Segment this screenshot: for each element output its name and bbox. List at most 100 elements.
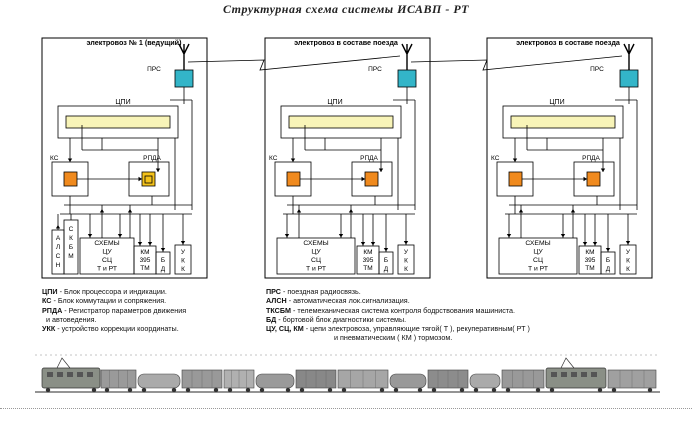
arrow-head xyxy=(560,234,566,238)
ukk-label: К xyxy=(181,266,185,273)
arrow-head xyxy=(137,242,143,246)
wheel xyxy=(431,387,437,393)
locomotive-frame xyxy=(486,37,653,279)
km-label: КМ xyxy=(585,249,594,256)
tksbm-letter: С xyxy=(69,226,74,233)
wheel xyxy=(549,387,555,393)
arrow-head xyxy=(55,225,61,229)
schemes-label: Т и РТ xyxy=(528,266,548,273)
legend-row: ЦПИ - Блок процессора и индикации. xyxy=(42,287,167,296)
locomotive-car xyxy=(41,367,101,389)
schemes-block xyxy=(498,237,578,275)
schemes-block xyxy=(276,237,356,275)
arrow-head xyxy=(583,176,587,182)
ks-block xyxy=(63,171,78,187)
rpda-label: РПДА xyxy=(360,155,378,162)
arrow-head xyxy=(378,168,384,172)
arrow-head xyxy=(155,168,161,172)
arrow-head xyxy=(67,158,73,162)
arrow-head xyxy=(625,241,631,245)
schemes-label: ЦУ xyxy=(533,249,543,256)
wheel xyxy=(245,387,251,393)
schemes-label: Т и РТ xyxy=(97,266,117,273)
km-label: 395 xyxy=(585,257,596,264)
bd-label: Д xyxy=(161,266,166,273)
wheel xyxy=(393,387,399,393)
locomotive-header: электровоз № 1 (ведущий) xyxy=(86,38,182,47)
arrow-head xyxy=(360,242,366,246)
tank-car xyxy=(137,373,181,389)
km-label: 395 xyxy=(363,257,374,264)
schemes-label: СЦ xyxy=(102,257,112,264)
km-label: КМ xyxy=(140,249,149,256)
alsn-letter: Л xyxy=(56,244,60,251)
wheel xyxy=(213,387,219,393)
window xyxy=(67,372,73,377)
km-label: КМ xyxy=(363,249,372,256)
window xyxy=(47,372,53,377)
ukk-label: К xyxy=(404,258,408,265)
window xyxy=(571,372,577,377)
legend-row: и автоведения. xyxy=(46,314,97,324)
locomotive-frame xyxy=(264,37,431,279)
pantograph xyxy=(560,357,575,369)
tank-car xyxy=(255,373,295,389)
legend-right: ПРС - поездная радиосвязь. АЛСН - автома… xyxy=(266,287,530,343)
wheel xyxy=(597,387,603,393)
arrow-head xyxy=(180,241,186,245)
prs-block xyxy=(174,69,194,88)
arrow-head xyxy=(348,209,354,213)
schemes-label: СЦ xyxy=(311,257,321,264)
schemes-label: ЦУ xyxy=(311,249,321,256)
arrow-head xyxy=(370,242,376,246)
rpda-label: РПДА xyxy=(582,155,600,162)
window xyxy=(57,372,63,377)
rpda-label: РПДА xyxy=(143,155,161,162)
legend-row: и пневматическим ( КМ ) тормозом. xyxy=(334,333,453,343)
arrow-head xyxy=(284,234,290,238)
wheel xyxy=(299,387,305,393)
tksbm-letter: К xyxy=(69,235,73,242)
ukk-label: К xyxy=(626,258,630,265)
arrow-head xyxy=(290,158,296,162)
legend-row: КС - Блок коммутации и сопряжения. xyxy=(42,296,167,306)
cpi-display-bar xyxy=(510,115,616,129)
wheel xyxy=(141,387,147,393)
wheel xyxy=(491,387,497,393)
km-label: 395 xyxy=(140,257,151,264)
km-label: ТМ xyxy=(585,265,594,272)
schemes-label: СЦ xyxy=(533,257,543,264)
legend-row: АЛСН - автоматическая лок.сигнализация. xyxy=(266,296,410,306)
tank-car xyxy=(389,373,427,389)
km-label: ТМ xyxy=(363,265,372,272)
cpi-display-bar xyxy=(65,115,171,129)
locomotive-header: электровоз в составе поезда xyxy=(294,38,399,47)
legend-row: ЦУ, СЦ, КМ - цепи электровоза, управляющ… xyxy=(266,324,530,334)
window xyxy=(581,372,587,377)
tank-car xyxy=(469,373,501,389)
ukk-label: К xyxy=(181,258,185,265)
cpi-label: ЦПИ xyxy=(549,99,564,106)
cpi-display-bar xyxy=(288,115,394,129)
antenna-icon xyxy=(401,43,413,70)
ukk-label: У xyxy=(181,249,186,256)
bd-label: Б xyxy=(384,257,388,264)
window xyxy=(561,372,567,377)
wheel xyxy=(104,387,110,393)
arrow-head xyxy=(383,248,389,252)
tksbm-letter: Б xyxy=(69,244,73,251)
tksbm-letter: М xyxy=(68,253,73,260)
cpi-block xyxy=(502,105,624,139)
diagram-title: Структурная схема системы ИСАВП - РТ xyxy=(222,2,470,16)
ks-label: КС xyxy=(50,155,59,162)
schemes-label: СХЕМЫ xyxy=(94,240,119,247)
prs-label: ПРС xyxy=(147,66,161,73)
wheel xyxy=(259,387,265,393)
ks-label: КС xyxy=(269,155,278,162)
cpi-block xyxy=(280,105,402,139)
legend-row: УКК - устройство коррекции координаты. xyxy=(42,324,179,334)
ukk-label: К xyxy=(404,266,408,273)
